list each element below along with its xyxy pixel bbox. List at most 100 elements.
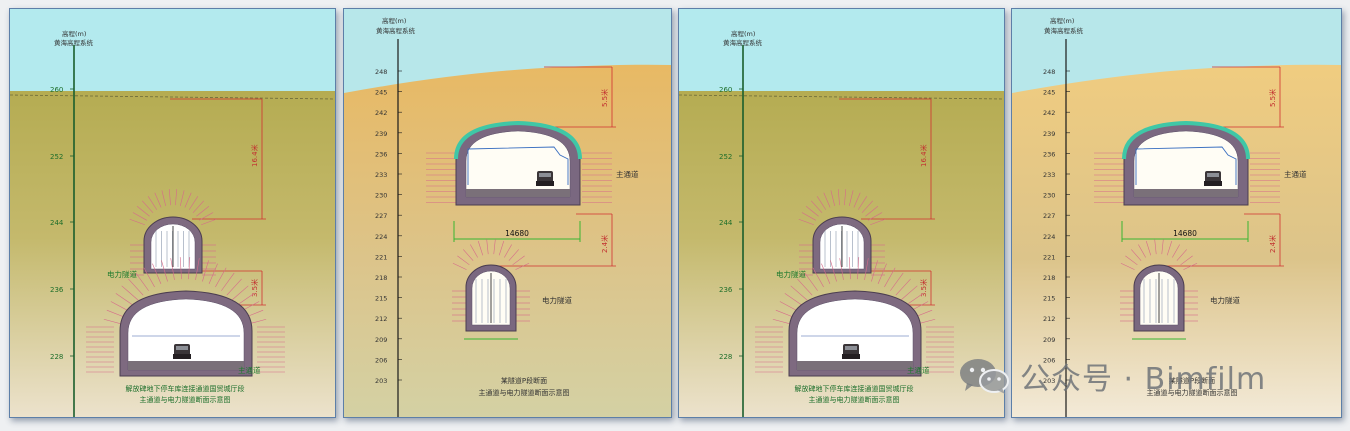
axis-tick-label: 244 (719, 219, 733, 227)
axis-tick-label: 212 (1043, 315, 1055, 323)
axis-tick-label: 230 (1043, 192, 1055, 200)
dimension-width: 14680 (1173, 229, 1197, 238)
dimension-height-2: 2.4米 (600, 235, 609, 253)
axis-tick-label: 212 (375, 315, 387, 323)
main-tunnel-section (1094, 120, 1280, 206)
axis-tick-label: 228 (719, 353, 732, 361)
axis-tick-label: 215 (375, 295, 387, 303)
axis-tick-label: 260 (719, 86, 732, 94)
axis-tick-label: 206 (375, 356, 387, 364)
axis-tick-label: 224 (375, 233, 387, 241)
axis-tick-label: 209 (375, 336, 387, 344)
axis-tick-label: 252 (719, 153, 732, 161)
caption-line-2: 主通道与电力隧道断面示意图 (479, 388, 570, 397)
shotcrete-lining (1122, 120, 1250, 160)
diagram-panel-3: 高程(m)黄海高程系统 260 252 244 236 228 16.4米 3.5米 电力隧道主… (678, 8, 1005, 418)
axis-tick-label: 218 (375, 274, 387, 282)
power-tunnel-section (1120, 239, 1198, 340)
axis-tick-label: 221 (375, 253, 387, 261)
axis-tick-label: 206 (1043, 356, 1055, 364)
section-diagram-svg: 高程(m)黄海高程系统24824524223923623323022722422… (344, 9, 671, 417)
sky (10, 9, 335, 91)
vehicle-icon (1204, 171, 1222, 186)
axis-tick-label: 224 (1043, 233, 1055, 241)
axis-tick-label: 252 (50, 153, 63, 161)
axis-tick-label: 248 (375, 68, 387, 76)
dimension-height-2: 3.5米 (250, 279, 259, 297)
axis-tick-label: 233 (375, 171, 387, 179)
dimension-height-1: 16.4米 (919, 144, 928, 167)
vehicle-icon (173, 344, 191, 359)
axis-tick-label: 245 (375, 89, 387, 97)
axis-tick-label: 215 (1043, 295, 1055, 303)
main-tunnel-floor (466, 189, 570, 197)
axis-tick-label: 221 (1043, 253, 1055, 261)
axis-tick-label: 236 (719, 286, 733, 294)
ground (1012, 64, 1341, 417)
diagram-panel-1: 高程(m)黄海高程系统 260 252 244 236 228 16.4米 3.5米 电力隧道主… (9, 8, 336, 418)
power-tunnel-label: 电力隧道 (107, 269, 137, 279)
main-tunnel-floor (1134, 189, 1238, 197)
vehicle-icon (536, 171, 554, 186)
axis-tick-label: 227 (375, 212, 387, 220)
caption-line-1: 某隧道P段断面 (1169, 376, 1215, 385)
elevation-header: 高程(m) (62, 29, 86, 38)
main-tunnel-label: 主通道 (238, 365, 261, 375)
axis-tick-label: 242 (375, 109, 387, 117)
power-tunnel-label: 电力隧道 (776, 269, 806, 279)
caption-line-1: 解放碑地下停车库连接通道国贸城厅段 (126, 384, 245, 393)
datum-header: 黄海高程系统 (376, 26, 416, 35)
power-tunnel-section (452, 239, 530, 340)
axis-tick-label: 244 (50, 219, 64, 227)
axis-tick-label: 236 (50, 286, 64, 294)
vehicle-icon (842, 344, 860, 359)
axis-tick-label: 242 (1043, 109, 1055, 117)
sky (679, 9, 1004, 91)
elevation-header: 高程(m) (382, 16, 406, 25)
axis-tick-label: 260 (50, 86, 63, 94)
datum-header: 黄海高程系统 (723, 38, 763, 47)
dimension-height-2: 3.5米 (919, 279, 928, 297)
main-tunnel-label: 主通道 (616, 169, 639, 179)
datum-header: 黄海高程系统 (54, 38, 94, 47)
axis-tick-label: 248 (1043, 68, 1055, 76)
dimension-width: 14680 (505, 229, 529, 238)
axis-tick-label: 233 (1043, 171, 1055, 179)
caption-line-2: 主通道与电力隧道断面示意图 (140, 395, 231, 404)
main-tunnel-section (426, 120, 612, 206)
shotcrete-lining (454, 120, 582, 160)
power-tunnel-section (798, 189, 886, 276)
main-tunnel-section (86, 257, 285, 377)
axis-tick-label: 228 (50, 353, 63, 361)
power-tunnel-section (129, 189, 217, 276)
dimension-height-1: 16.4米 (250, 144, 259, 167)
axis-tick-label: 227 (1043, 212, 1055, 220)
power-tunnel-label: 电力隧道 (542, 295, 572, 305)
section-diagram-svg: 高程(m)黄海高程系统 260 252 244 236 228 16.4米 3.5米 电力隧道主… (10, 9, 335, 417)
section-diagram-svg: 高程(m)黄海高程系统 260 252 244 236 228 16.4米 3.5米 电力隧道主… (679, 9, 1004, 417)
axis-tick-label: 203 (1043, 377, 1055, 385)
elevation-header: 高程(m) (1050, 16, 1074, 25)
caption-line-2: 主通道与电力隧道断面示意图 (1147, 388, 1238, 397)
axis-tick-label: 245 (1043, 89, 1055, 97)
axis-tick-label: 239 (1043, 130, 1055, 138)
main-tunnel-label: 主通道 (907, 365, 930, 375)
dimension-height-1: 5.5米 (1268, 89, 1277, 107)
caption-line-1: 某隧道P段断面 (501, 376, 547, 385)
caption-line-2: 主通道与电力隧道断面示意图 (809, 395, 900, 404)
ground-surface-line (679, 94, 1004, 100)
main-tunnel-floor (797, 361, 913, 370)
ground-surface-line (10, 94, 335, 100)
datum-header: 黄海高程系统 (1044, 26, 1084, 35)
dimension-lines (1121, 66, 1284, 267)
main-tunnel-section (755, 257, 954, 377)
axis-tick-label: 230 (375, 192, 387, 200)
section-diagram-svg: 高程(m)黄海高程系统 248 245 242 239 236 233 230 227 224 22… (1012, 9, 1341, 417)
axis-tick-label: 236 (1043, 150, 1055, 158)
diagram-panel-4: 高程(m)黄海高程系统 248 245 242 239 236 233 230 227 224 22… (1011, 8, 1342, 418)
elevation-header: 高程(m) (731, 29, 755, 38)
axis-tick-label: 218 (1043, 274, 1055, 282)
axis-tick-label: 209 (1043, 336, 1055, 344)
main-tunnel-label: 主通道 (1284, 169, 1307, 179)
